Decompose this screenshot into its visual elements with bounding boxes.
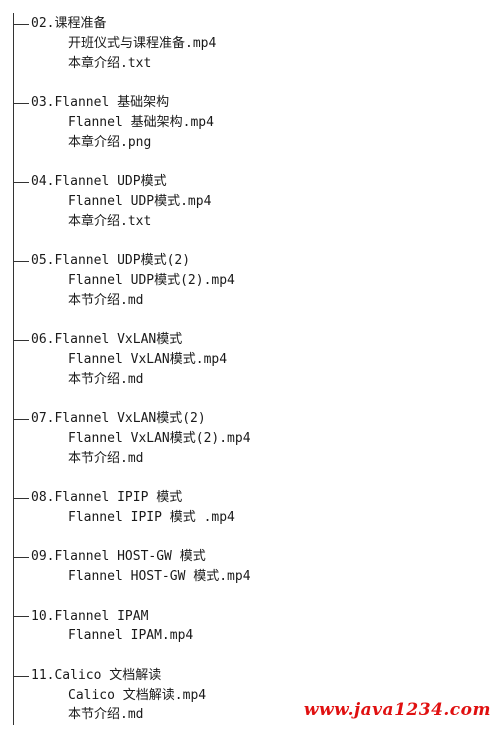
tree-spacer	[0, 389, 503, 409]
file-name: 本节介绍.md	[68, 450, 144, 466]
tree-vertical-line	[13, 33, 14, 54]
file-item: Flannel HOST-GW 模式.mp4	[0, 567, 503, 587]
folder-name: 05.Flannel UDP模式(2)	[31, 253, 191, 268]
file-item: 本章介绍.txt	[0, 211, 503, 232]
file-item: Calico 文档解读.mp4	[0, 685, 503, 706]
file-item: 开班仪式与课程准备.mp4	[0, 33, 503, 54]
tree-vertical-line	[13, 211, 14, 232]
file-name: Flannel 基础架构.mp4	[68, 114, 214, 130]
file-item: 本节介绍.md	[0, 290, 503, 311]
folder-name: 11.Calico 文档解读	[31, 667, 162, 683]
tree-vertical-line	[13, 270, 14, 291]
file-name: 本章介绍.png	[68, 134, 152, 150]
file-item: Flannel IPAM.mp4	[0, 626, 503, 646]
tree-vertical-line	[13, 646, 14, 666]
tree-vertical-line	[13, 626, 14, 646]
tree-vertical-line	[13, 685, 14, 706]
folder-heading: 09.Flannel HOST-GW 模式	[0, 546, 503, 568]
folder-heading: 07.Flannel VxLAN模式(2)	[0, 407, 503, 429]
folder-name: 08.Flannel IPIP 模式	[31, 490, 183, 505]
file-item: Flannel UDP模式(2).mp4	[0, 270, 503, 291]
tree-spacer	[0, 310, 503, 330]
tree-vertical-line	[13, 231, 14, 251]
file-item: 本章介绍.png	[0, 132, 503, 153]
file-name: 本章介绍.txt	[68, 213, 152, 229]
tree-vertical-line	[13, 349, 14, 370]
tree-vertical-line	[13, 53, 14, 74]
file-item: 本节介绍.md	[0, 448, 503, 469]
folder-name: 10.Flannel IPAM	[31, 608, 149, 624]
folder-name: 03.Flannel 基础架构	[31, 95, 170, 110]
tree-vertical-line	[13, 310, 14, 330]
folder-heading: 05.Flannel UDP模式(2)	[0, 249, 503, 271]
tree-vertical-line	[13, 369, 14, 390]
file-name: 本节介绍.md	[68, 371, 144, 387]
folder-name: 09.Flannel HOST-GW 模式	[31, 549, 206, 565]
tree-vertical-line	[13, 507, 14, 528]
file-name: Calico 文档解读.mp4	[68, 687, 207, 703]
folder-name: 06.Flannel VxLAN模式	[31, 332, 183, 347]
file-name: 本节介绍.md	[68, 707, 144, 723]
file-item: Flannel IPIP 模式 .mp4	[0, 507, 503, 528]
tree-vertical-line	[13, 527, 14, 548]
file-item: Flannel UDP模式.mp4	[0, 191, 503, 212]
tree-spacer	[0, 646, 503, 666]
file-name: 本章介绍.txt	[68, 55, 152, 71]
tree-vertical-line	[13, 112, 14, 133]
folder-heading: 02.课程准备	[0, 12, 503, 34]
folder-heading: 08.Flannel IPIP 模式	[0, 486, 503, 508]
tree-vertical-line	[13, 389, 14, 409]
folder-heading: 06.Flannel VxLAN模式	[0, 328, 503, 350]
tree-spacer	[0, 231, 503, 251]
tree-vertical-line	[13, 191, 14, 212]
tree-spacer	[0, 586, 503, 607]
file-tree: 02.课程准备开班仪式与课程准备.mp4 本章介绍.txt 03.Flannel 基…	[0, 12, 503, 725]
folder-heading: 10.Flannel IPAM	[0, 605, 503, 627]
watermark: www.java1234.com	[303, 700, 491, 720]
file-item: Flannel VxLAN模式(2).mp4	[0, 428, 503, 449]
file-name: Flannel UDP模式.mp4	[68, 193, 212, 209]
tree-vertical-line	[13, 468, 14, 488]
tree-vertical-line	[13, 428, 14, 449]
tree-spacer	[0, 152, 503, 172]
file-name: 开班仪式与课程准备.mp4	[68, 35, 217, 51]
folder-name: 07.Flannel VxLAN模式(2)	[31, 411, 206, 426]
file-name: Flannel IPAM.mp4	[68, 628, 194, 644]
tree-vertical-line	[13, 73, 14, 93]
tree-vertical-line	[13, 586, 14, 607]
file-name: Flannel HOST-GW 模式.mp4	[68, 569, 251, 584]
folder-heading: 03.Flannel 基础架构	[0, 91, 503, 113]
tree-spacer	[0, 468, 503, 488]
tree-vertical-line	[13, 567, 14, 587]
file-name: Flannel VxLAN模式.mp4	[68, 351, 228, 367]
file-item: 本节介绍.md	[0, 369, 503, 390]
file-name: Flannel UDP模式(2).mp4	[68, 272, 235, 288]
file-item: Flannel 基础架构.mp4	[0, 112, 503, 133]
folder-heading: 04.Flannel UDP模式	[0, 170, 503, 192]
file-name: Flannel IPIP 模式 .mp4	[68, 509, 235, 525]
file-name: Flannel VxLAN模式(2).mp4	[68, 430, 251, 446]
tree-spacer	[0, 73, 503, 93]
folder-name: 02.课程准备	[31, 16, 107, 31]
file-item: 本章介绍.txt	[0, 53, 503, 74]
tree-vertical-line	[13, 132, 14, 153]
tree-spacer	[0, 527, 503, 548]
file-item: Flannel VxLAN模式.mp4	[0, 349, 503, 370]
tree-vertical-line	[13, 448, 14, 469]
tree-vertical-line	[13, 290, 14, 311]
file-name: 本节介绍.md	[68, 292, 144, 308]
tree-vertical-line	[13, 152, 14, 172]
file-item: 本节介绍.md	[0, 705, 503, 725]
folder-heading: 11.Calico 文档解读	[0, 664, 503, 686]
tree-vertical-line	[13, 705, 14, 725]
folder-name: 04.Flannel UDP模式	[31, 174, 167, 189]
